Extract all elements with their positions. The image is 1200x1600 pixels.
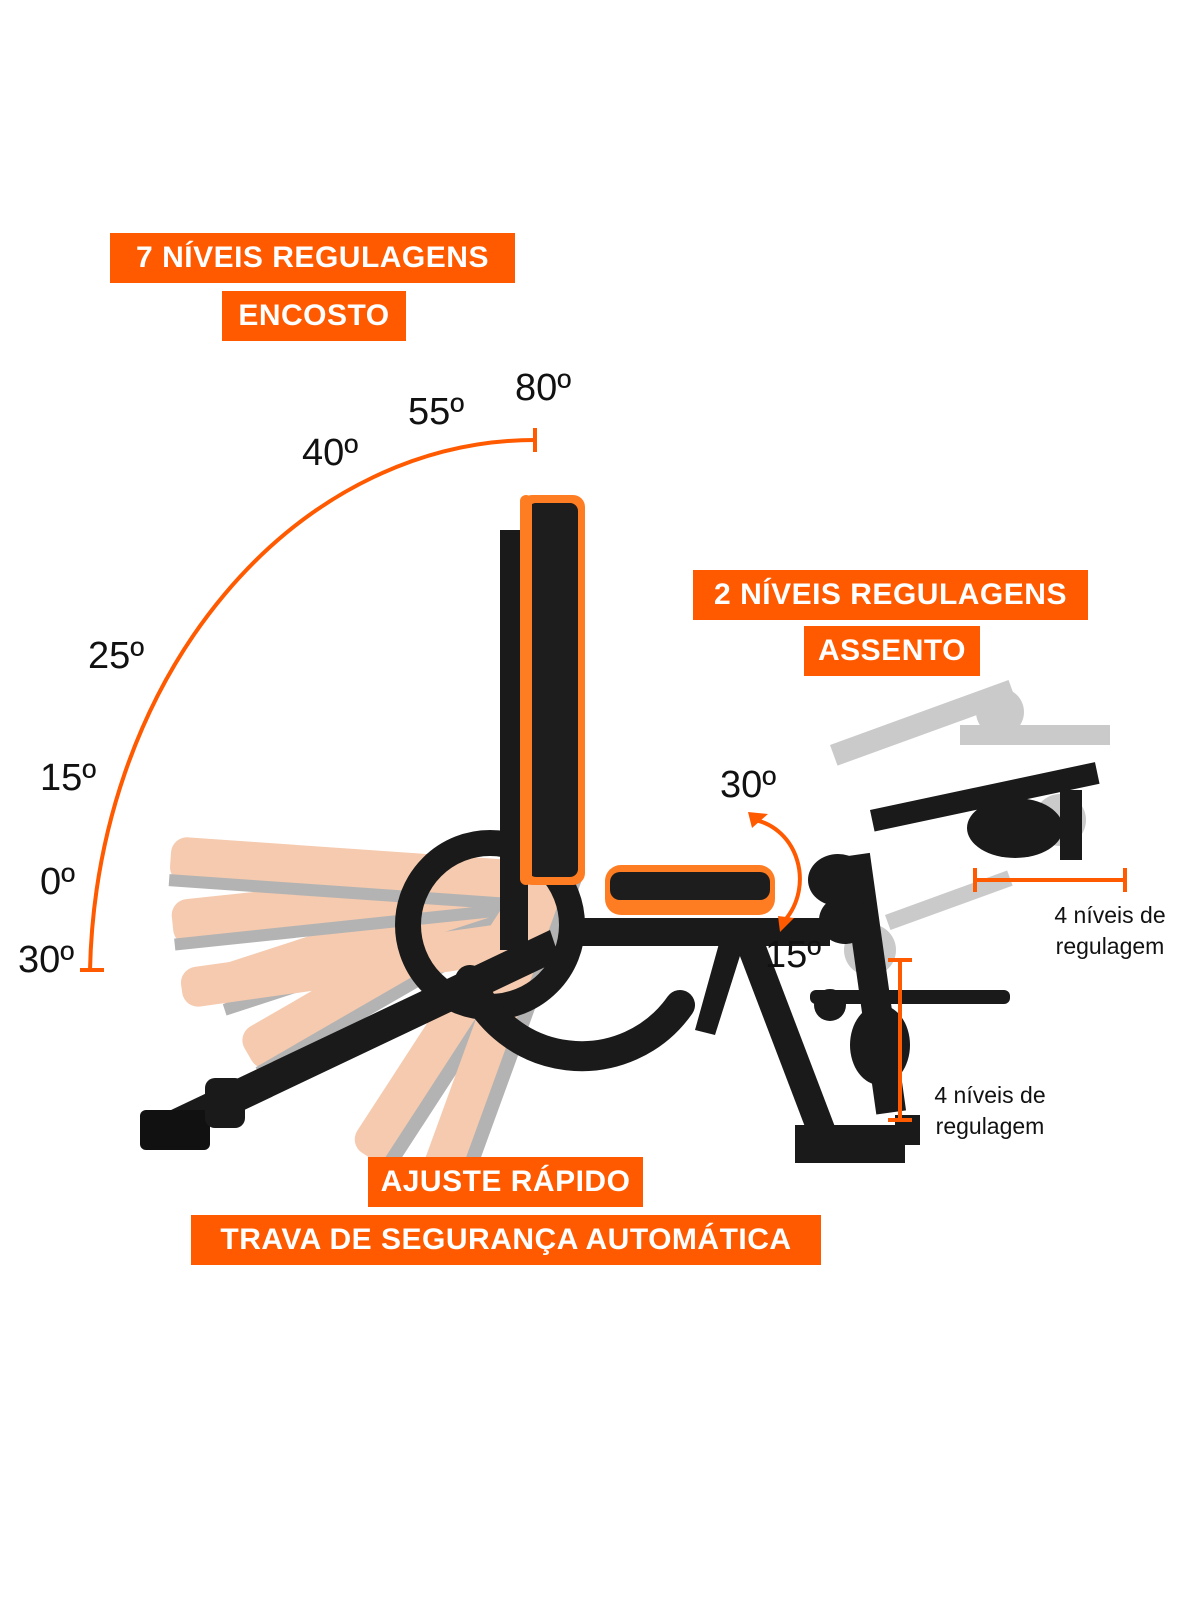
leg-vertical-note-line2: regulagem	[935, 1113, 1045, 1139]
angle-label-30-neg: 30º	[18, 939, 75, 981]
seat-angle-arc	[748, 812, 802, 932]
leg-vertical-note: 4 níveis de regulagem	[915, 1080, 1065, 1142]
angle-label-80: 80º	[515, 367, 572, 409]
leg-horizontal-note-line2: regulagem	[1055, 933, 1165, 959]
seat-angle-label-30: 30º	[720, 764, 777, 806]
leg-horizontal-note-line1: 4 níveis de	[1054, 902, 1166, 928]
bottom-banner-line1: AJUSTE RÁPIDO	[368, 1157, 643, 1207]
bottom-banner-line2: TRAVA DE SEGURANÇA AUTOMÁTICA	[191, 1215, 821, 1265]
angle-label-55: 55º	[408, 391, 465, 433]
seat-angle-label-15: 15º	[765, 934, 822, 976]
angle-label-25: 25º	[88, 635, 145, 677]
angle-label-0: 0º	[40, 861, 76, 903]
seat-banner-line2: ASSENTO	[804, 626, 980, 676]
angle-label-40: 40º	[302, 432, 359, 474]
angle-label-15: 15º	[40, 757, 97, 799]
leg-vertical-note-line1: 4 níveis de	[934, 1082, 1046, 1108]
bench-frame	[140, 495, 1100, 1163]
backrest-banner-line1: 7 NÍVEIS REGULAGENS	[110, 233, 515, 283]
leg-horizontal-indicator	[973, 868, 1127, 892]
backrest-angle-arc	[80, 428, 537, 972]
leg-horizontal-note: 4 níveis de regulagem	[1035, 900, 1185, 962]
seat-banner-line1: 2 NÍVEIS REGULAGENS	[693, 570, 1088, 620]
leg-vertical-indicator	[888, 958, 912, 1122]
backrest-banner-line2: ENCOSTO	[222, 291, 406, 341]
